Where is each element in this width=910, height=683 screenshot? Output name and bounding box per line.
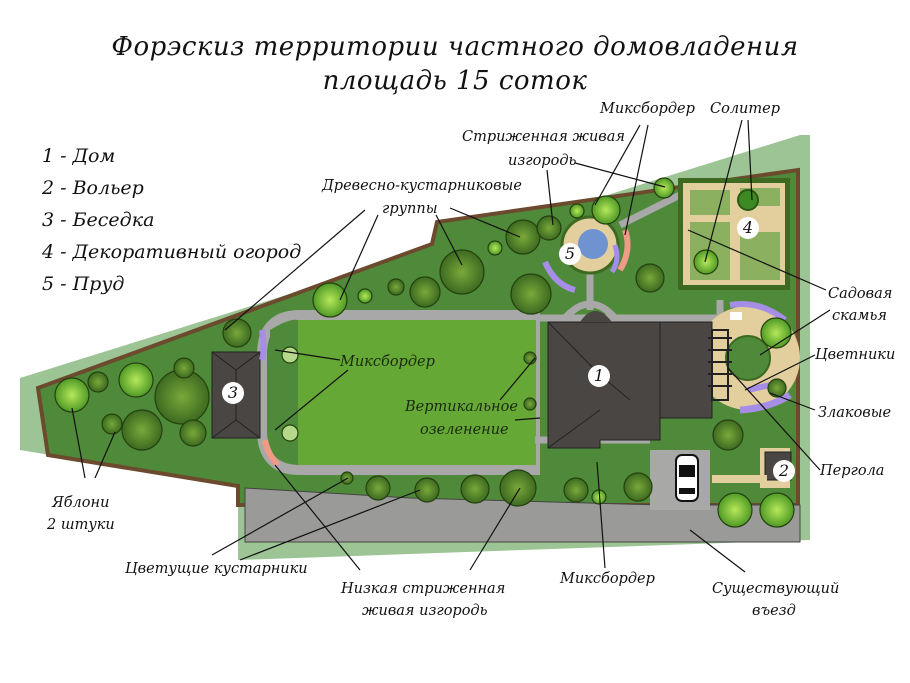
legend-item-house: 1 - Дом	[42, 145, 116, 167]
label-garden-bench-line1: Садовая	[828, 286, 893, 302]
label-solitaire: Солитер	[710, 101, 781, 117]
label-garden-bench-line2: скамья	[832, 308, 887, 324]
label-vertical-greening-line2: озеленение	[420, 422, 509, 438]
gazebo	[211, 329, 281, 468]
label-clipped-hedge-line1: Стриженная живая	[462, 129, 625, 145]
gazebo-number-badge: 3	[222, 382, 244, 404]
label-tree-shrub-groups-line1: Древесно-кустарниковые	[322, 178, 522, 194]
label-flowering-shrubs: Цветущие кустарники	[125, 561, 308, 577]
garden-number-badge: 4	[737, 217, 759, 239]
legend-item-aviary: 2 - Вольер	[42, 177, 144, 199]
label-tree-shrub-groups-line2: группы	[382, 201, 438, 217]
label-flowerbeds: Цветники	[815, 347, 896, 363]
plan-title-line1: Форэскиз территории частного домовладени…	[111, 32, 799, 62]
label-apple-trees-line1: Яблони	[52, 495, 110, 511]
plan-title-line2: площадь 15 соток	[322, 66, 588, 96]
label-mixborder-top: Миксбордер	[600, 101, 695, 117]
pergola	[708, 329, 732, 401]
legend-item-gazebo: 3 - Беседка	[42, 209, 155, 231]
label-pergola: Пергола	[820, 463, 885, 479]
label-existing-entrance-line1: Существующий	[712, 581, 840, 597]
label-vertical-greening-line1: Вертикальное	[405, 399, 518, 415]
aviary-number-badge: 2	[773, 460, 795, 482]
label-apple-trees-line2: 2 штуки	[47, 517, 115, 533]
decorative-garden	[678, 178, 790, 290]
trees	[54, 177, 795, 528]
legend: 1 - Дом 2 - Вольер 3 - Беседка 4 - Декор…	[42, 140, 301, 300]
label-mixborder-lawn: Миксбордер	[340, 354, 435, 370]
label-low-hedge-line2: живая изгородь	[362, 603, 488, 619]
leader-lines	[71, 119, 831, 573]
legend-item-decorative-garden: 4 - Декоративный огород	[42, 241, 302, 263]
legend-item-pond: 5 - Пруд	[42, 273, 125, 295]
label-clipped-hedge-line2: изгородь	[508, 153, 577, 169]
label-mixborder-bottom: Миксбордер	[560, 571, 655, 587]
car	[675, 454, 699, 502]
label-grasses: Злаковые	[818, 405, 892, 421]
main-lawn	[257, 310, 540, 475]
pond-number-badge: 5	[559, 243, 581, 265]
label-low-hedge-line1: Низкая стриженная	[341, 581, 506, 597]
house-number-badge: 1	[588, 365, 610, 387]
label-existing-entrance-line2: въезд	[752, 603, 796, 619]
